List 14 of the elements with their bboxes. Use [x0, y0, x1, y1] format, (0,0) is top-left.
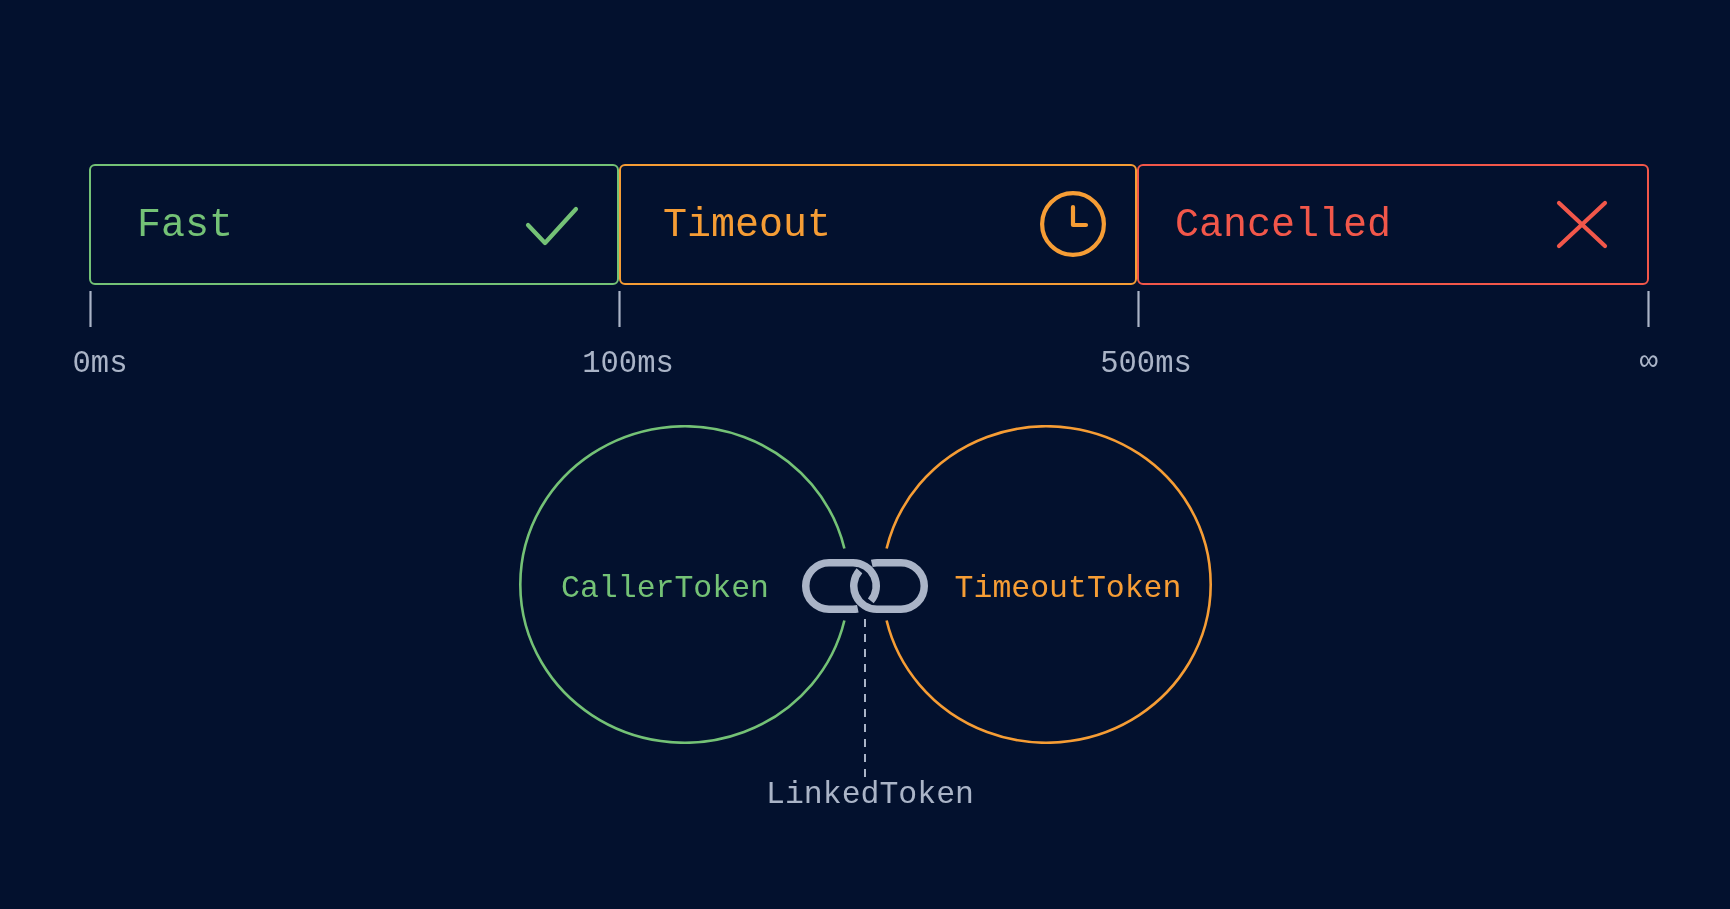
tick-label: ∞ [1639, 345, 1659, 381]
segment-label: Timeout [663, 203, 832, 249]
token-label: TimeoutToken [954, 570, 1182, 608]
segment-label: Fast [137, 203, 233, 249]
timeline-segment [619, 164, 1137, 285]
tick-label: 0ms [72, 347, 128, 383]
timeline-segment [89, 164, 619, 285]
token-label: CallerToken [561, 570, 769, 608]
segment-label: Cancelled [1175, 203, 1392, 249]
token-label: LinkedToken [766, 776, 974, 814]
tick-label: 100ms [582, 347, 674, 383]
chain-link-icon [802, 559, 928, 613]
tick-label: 500ms [1100, 347, 1192, 383]
timeline-segment [1137, 164, 1649, 285]
